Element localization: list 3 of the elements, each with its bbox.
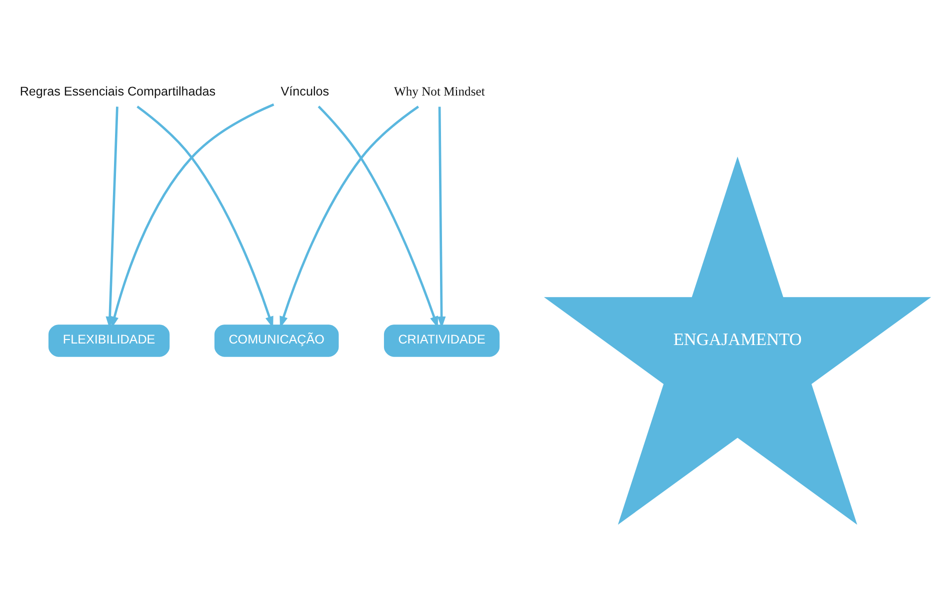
node-text: Regras Essenciais Compartilhadas: [20, 84, 216, 98]
node-text: Vínculos: [280, 84, 330, 98]
node-text: Why Not Mindset: [394, 84, 485, 98]
